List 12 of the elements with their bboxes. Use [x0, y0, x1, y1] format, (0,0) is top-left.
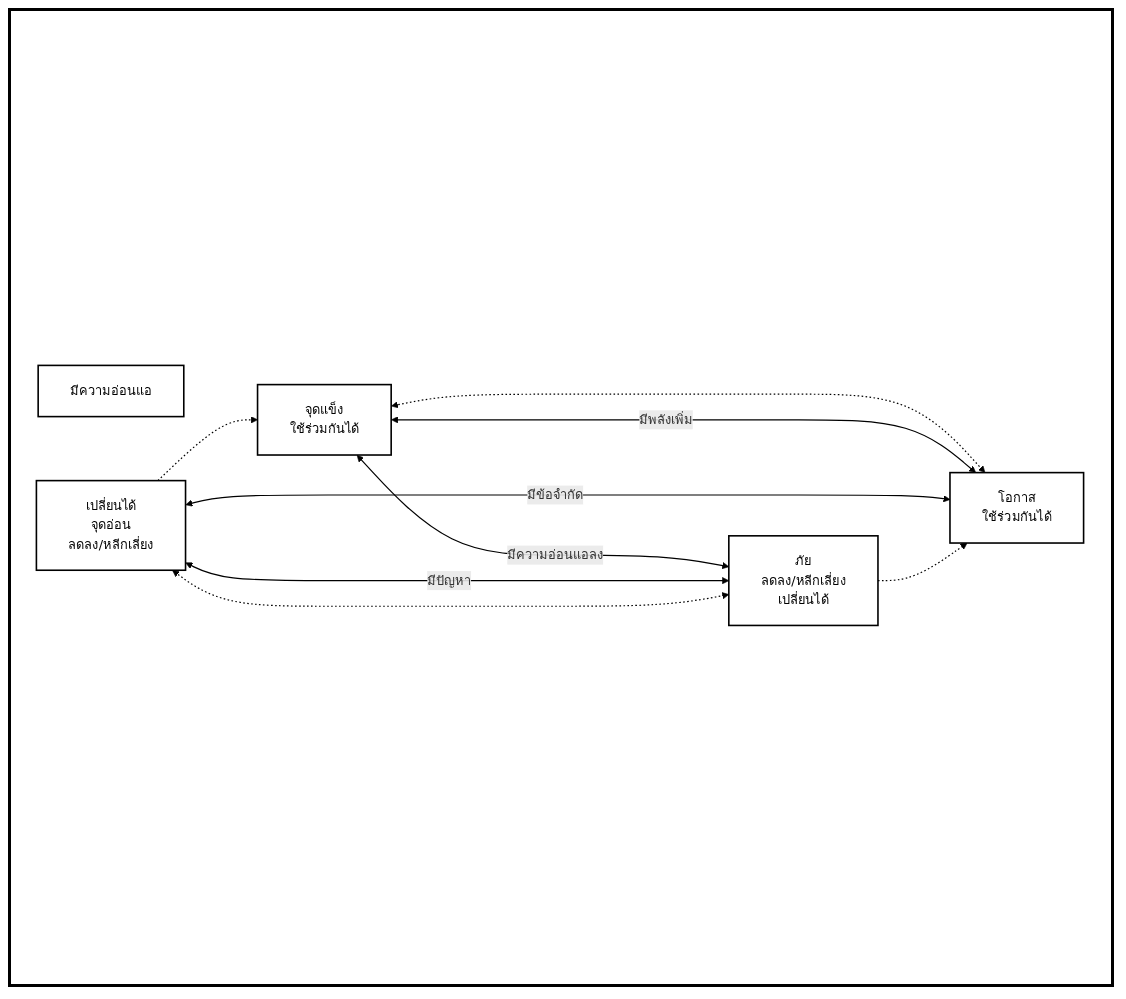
node-box: มีความอ่อนแอ	[37, 364, 185, 417]
node-box: โอกาส ใช้ร่วมกันได้	[949, 471, 1085, 544]
arrow	[157, 415, 258, 481]
arrow	[391, 393, 986, 473]
edge-label: มีข้อจำกัด	[527, 486, 584, 502]
edge-label: มีปัญหา	[427, 572, 472, 588]
edge-label: มีพลังเพิ่ม	[639, 411, 693, 427]
node-box: เปลี่ยนได้ จุดอ่อน ลดลง/หลีกเลี่ยง	[35, 479, 187, 571]
node-box: จุดแข็ง ใช้ร่วมกันได้	[256, 383, 392, 456]
edge-label: มีความอ่อนแอลง	[507, 546, 604, 562]
node-box: ภัย ลดลง/หลีกเลี่ยง เปลี่ยนได้	[728, 534, 879, 626]
arrow	[391, 415, 976, 473]
